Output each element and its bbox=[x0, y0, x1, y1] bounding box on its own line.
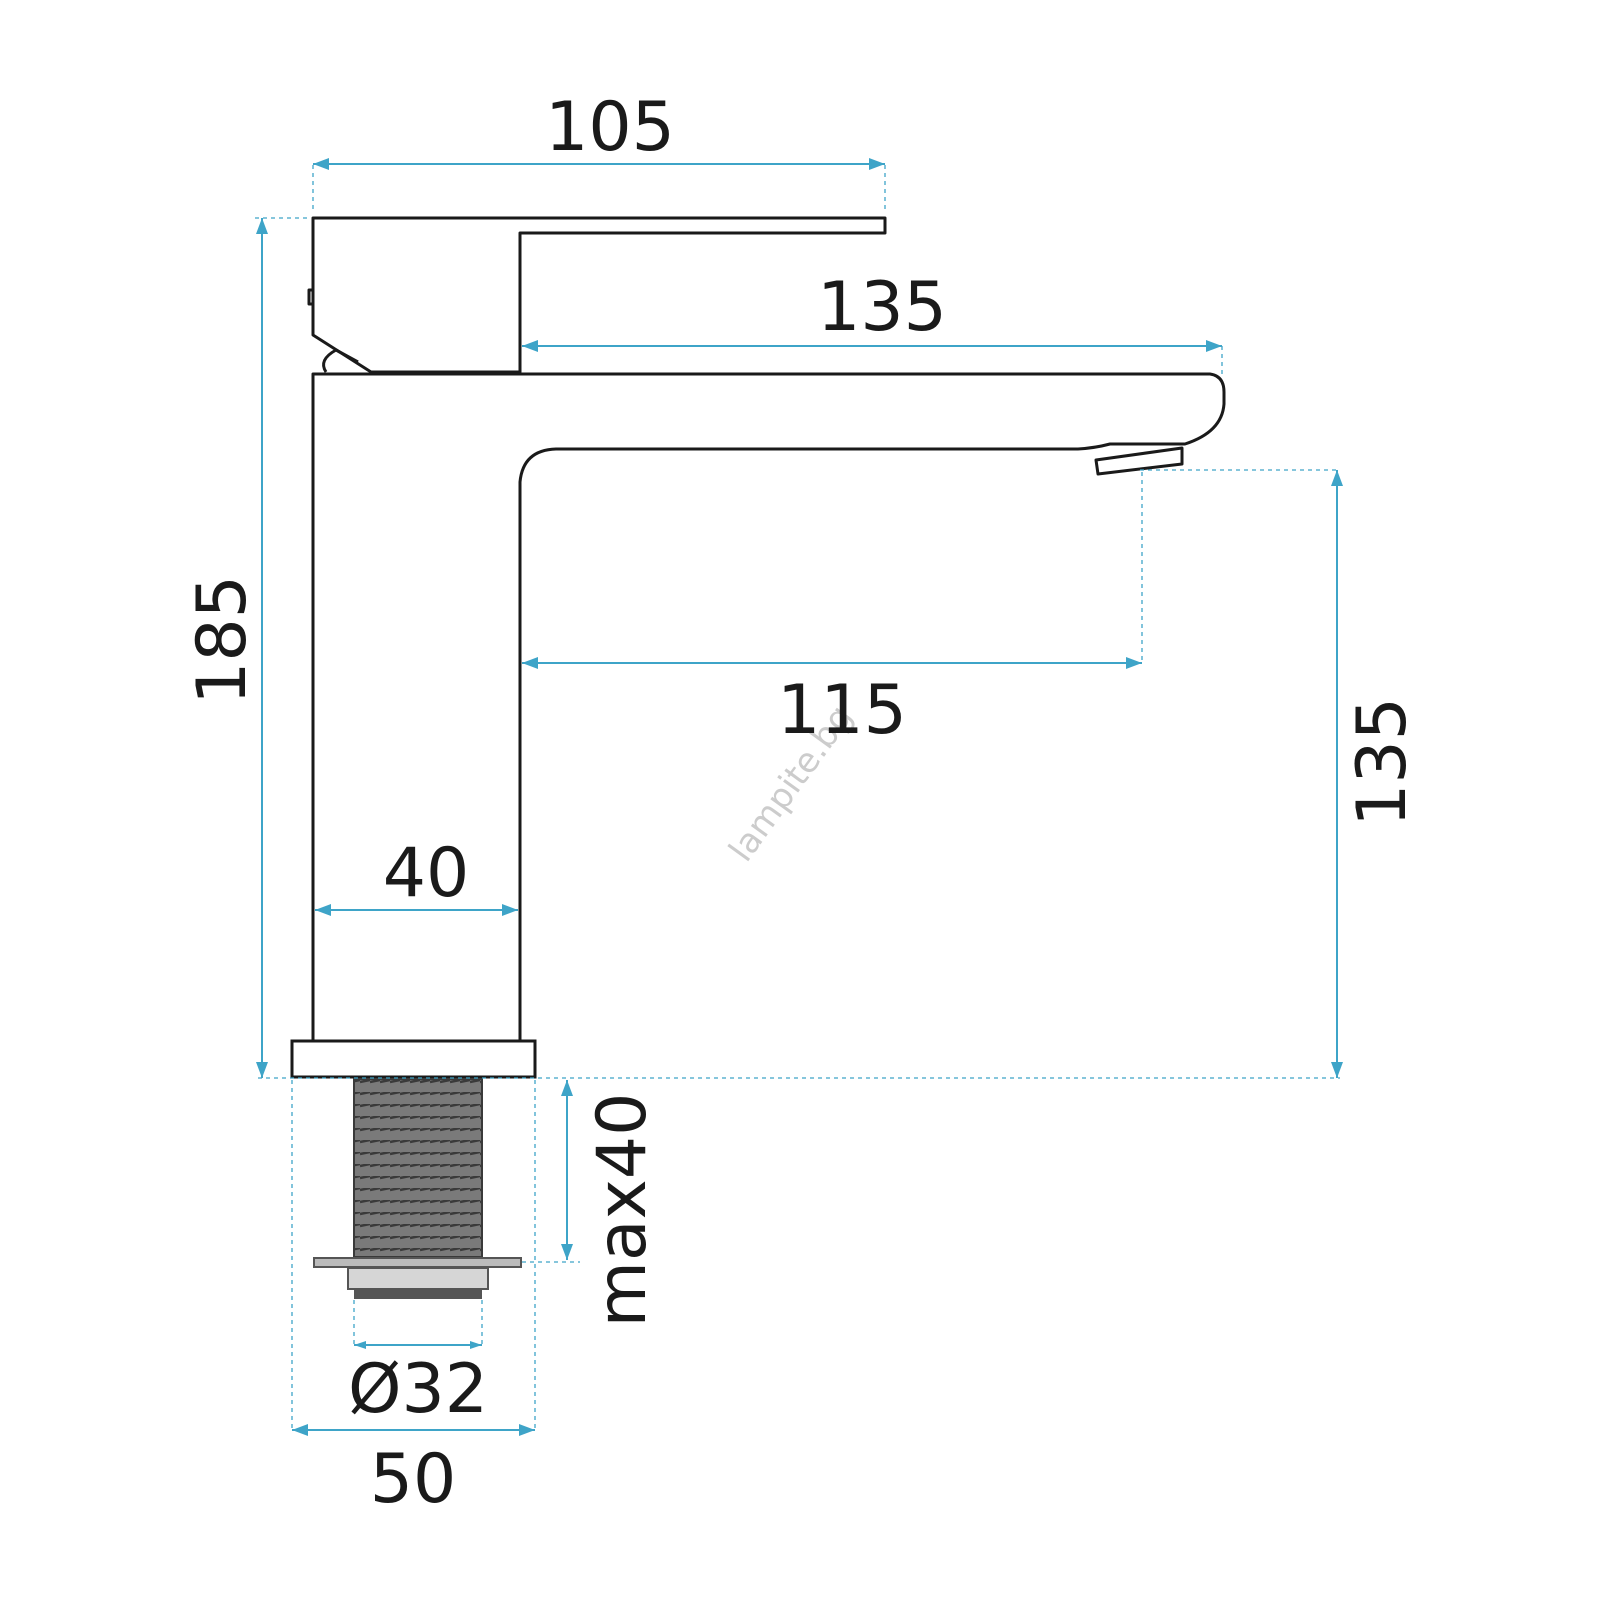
aerator bbox=[1094, 446, 1184, 476]
dim-label-handle-width: 105 bbox=[545, 88, 675, 167]
dim-label-base-width: 50 bbox=[370, 1440, 457, 1519]
washer bbox=[313, 1257, 522, 1268]
handle-notch bbox=[307, 288, 315, 306]
threaded-shank bbox=[353, 1078, 483, 1258]
dim-label-total-height: 185 bbox=[183, 575, 262, 705]
dim-label-spout-reach: 135 bbox=[817, 268, 947, 347]
cartridge-tip bbox=[322, 348, 359, 373]
lever-handle bbox=[311, 216, 887, 374]
base-plate bbox=[290, 1039, 537, 1079]
faucet-outline bbox=[290, 216, 1226, 1299]
nut bbox=[347, 1267, 489, 1290]
dim-label-spout-inner-reach: 115 bbox=[777, 671, 907, 750]
faucet-body bbox=[311, 372, 1226, 1040]
dim-label-body-width: 40 bbox=[383, 834, 470, 913]
dimension-lines bbox=[256, 158, 1343, 1436]
dim-label-max-thickness: max40 bbox=[583, 1093, 662, 1328]
extension-lines bbox=[255, 165, 1340, 1432]
dim-label-thread-diameter: Ø32 bbox=[348, 1350, 488, 1429]
shank-end bbox=[354, 1290, 482, 1299]
dim-label-outlet-height: 135 bbox=[1343, 697, 1422, 827]
